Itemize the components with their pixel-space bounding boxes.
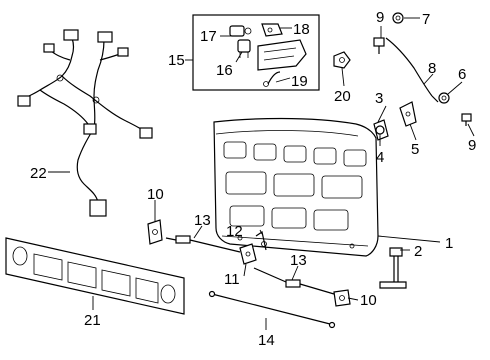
callout-14: 14 xyxy=(258,332,275,349)
callout-17: 17 xyxy=(200,28,217,45)
support-cable-part-2 xyxy=(379,247,407,289)
callout-3: 3 xyxy=(375,90,383,107)
callout-10-left: 10 xyxy=(147,186,164,203)
callout-13-lower: 13 xyxy=(290,252,307,269)
hinge-part-5 xyxy=(399,101,417,127)
callout-2: 2 xyxy=(414,243,422,260)
wiring-harness-part xyxy=(17,29,153,217)
release-part-12 xyxy=(255,231,267,251)
callout-4: 4 xyxy=(376,149,384,166)
tailgate-panel-part xyxy=(213,117,379,257)
rod-part-13-upper xyxy=(165,235,241,253)
bracket-part-18 xyxy=(261,23,283,37)
callout-15: 15 xyxy=(168,52,185,69)
callout-8: 8 xyxy=(428,60,436,77)
callout-5: 5 xyxy=(411,141,419,158)
rod-part-14 xyxy=(208,290,336,329)
inset-box xyxy=(192,14,320,91)
release-part-11 xyxy=(239,243,257,265)
callout-10-right: 10 xyxy=(360,292,377,309)
rod-part-13-lower xyxy=(253,267,335,295)
callout-7: 7 xyxy=(422,11,430,28)
callout-1: 1 xyxy=(445,235,453,252)
callout-9-top: 9 xyxy=(376,9,384,26)
clip-part-16 xyxy=(237,39,251,58)
callout-21: 21 xyxy=(84,312,101,329)
callout-6: 6 xyxy=(458,66,466,83)
bolt-part-9-bottom xyxy=(461,113,472,126)
panel-part-21 xyxy=(5,237,185,315)
callout-13-upper: 13 xyxy=(194,212,211,229)
callout-12: 12 xyxy=(226,223,243,240)
bolt-part-9-top xyxy=(373,37,385,54)
switch-part-17 xyxy=(229,25,252,37)
latch-part-10-left xyxy=(147,219,163,245)
latch-part-20 xyxy=(333,51,351,69)
callout-9-bottom: 9 xyxy=(468,137,476,154)
callout-16: 16 xyxy=(216,62,233,79)
grommet-part-6 xyxy=(438,92,450,104)
handle-assembly-part xyxy=(257,39,307,71)
callout-18: 18 xyxy=(293,21,310,38)
cable-part-8 xyxy=(385,37,439,103)
callout-22: 22 xyxy=(30,165,47,182)
callout-11: 11 xyxy=(224,271,240,288)
callout-20: 20 xyxy=(334,88,351,105)
nut-part-7 xyxy=(392,12,404,24)
latch-part-10-right xyxy=(333,289,351,307)
leader-lines xyxy=(48,17,475,330)
callout-19: 19 xyxy=(291,73,308,90)
cable-part-19 xyxy=(263,71,281,87)
